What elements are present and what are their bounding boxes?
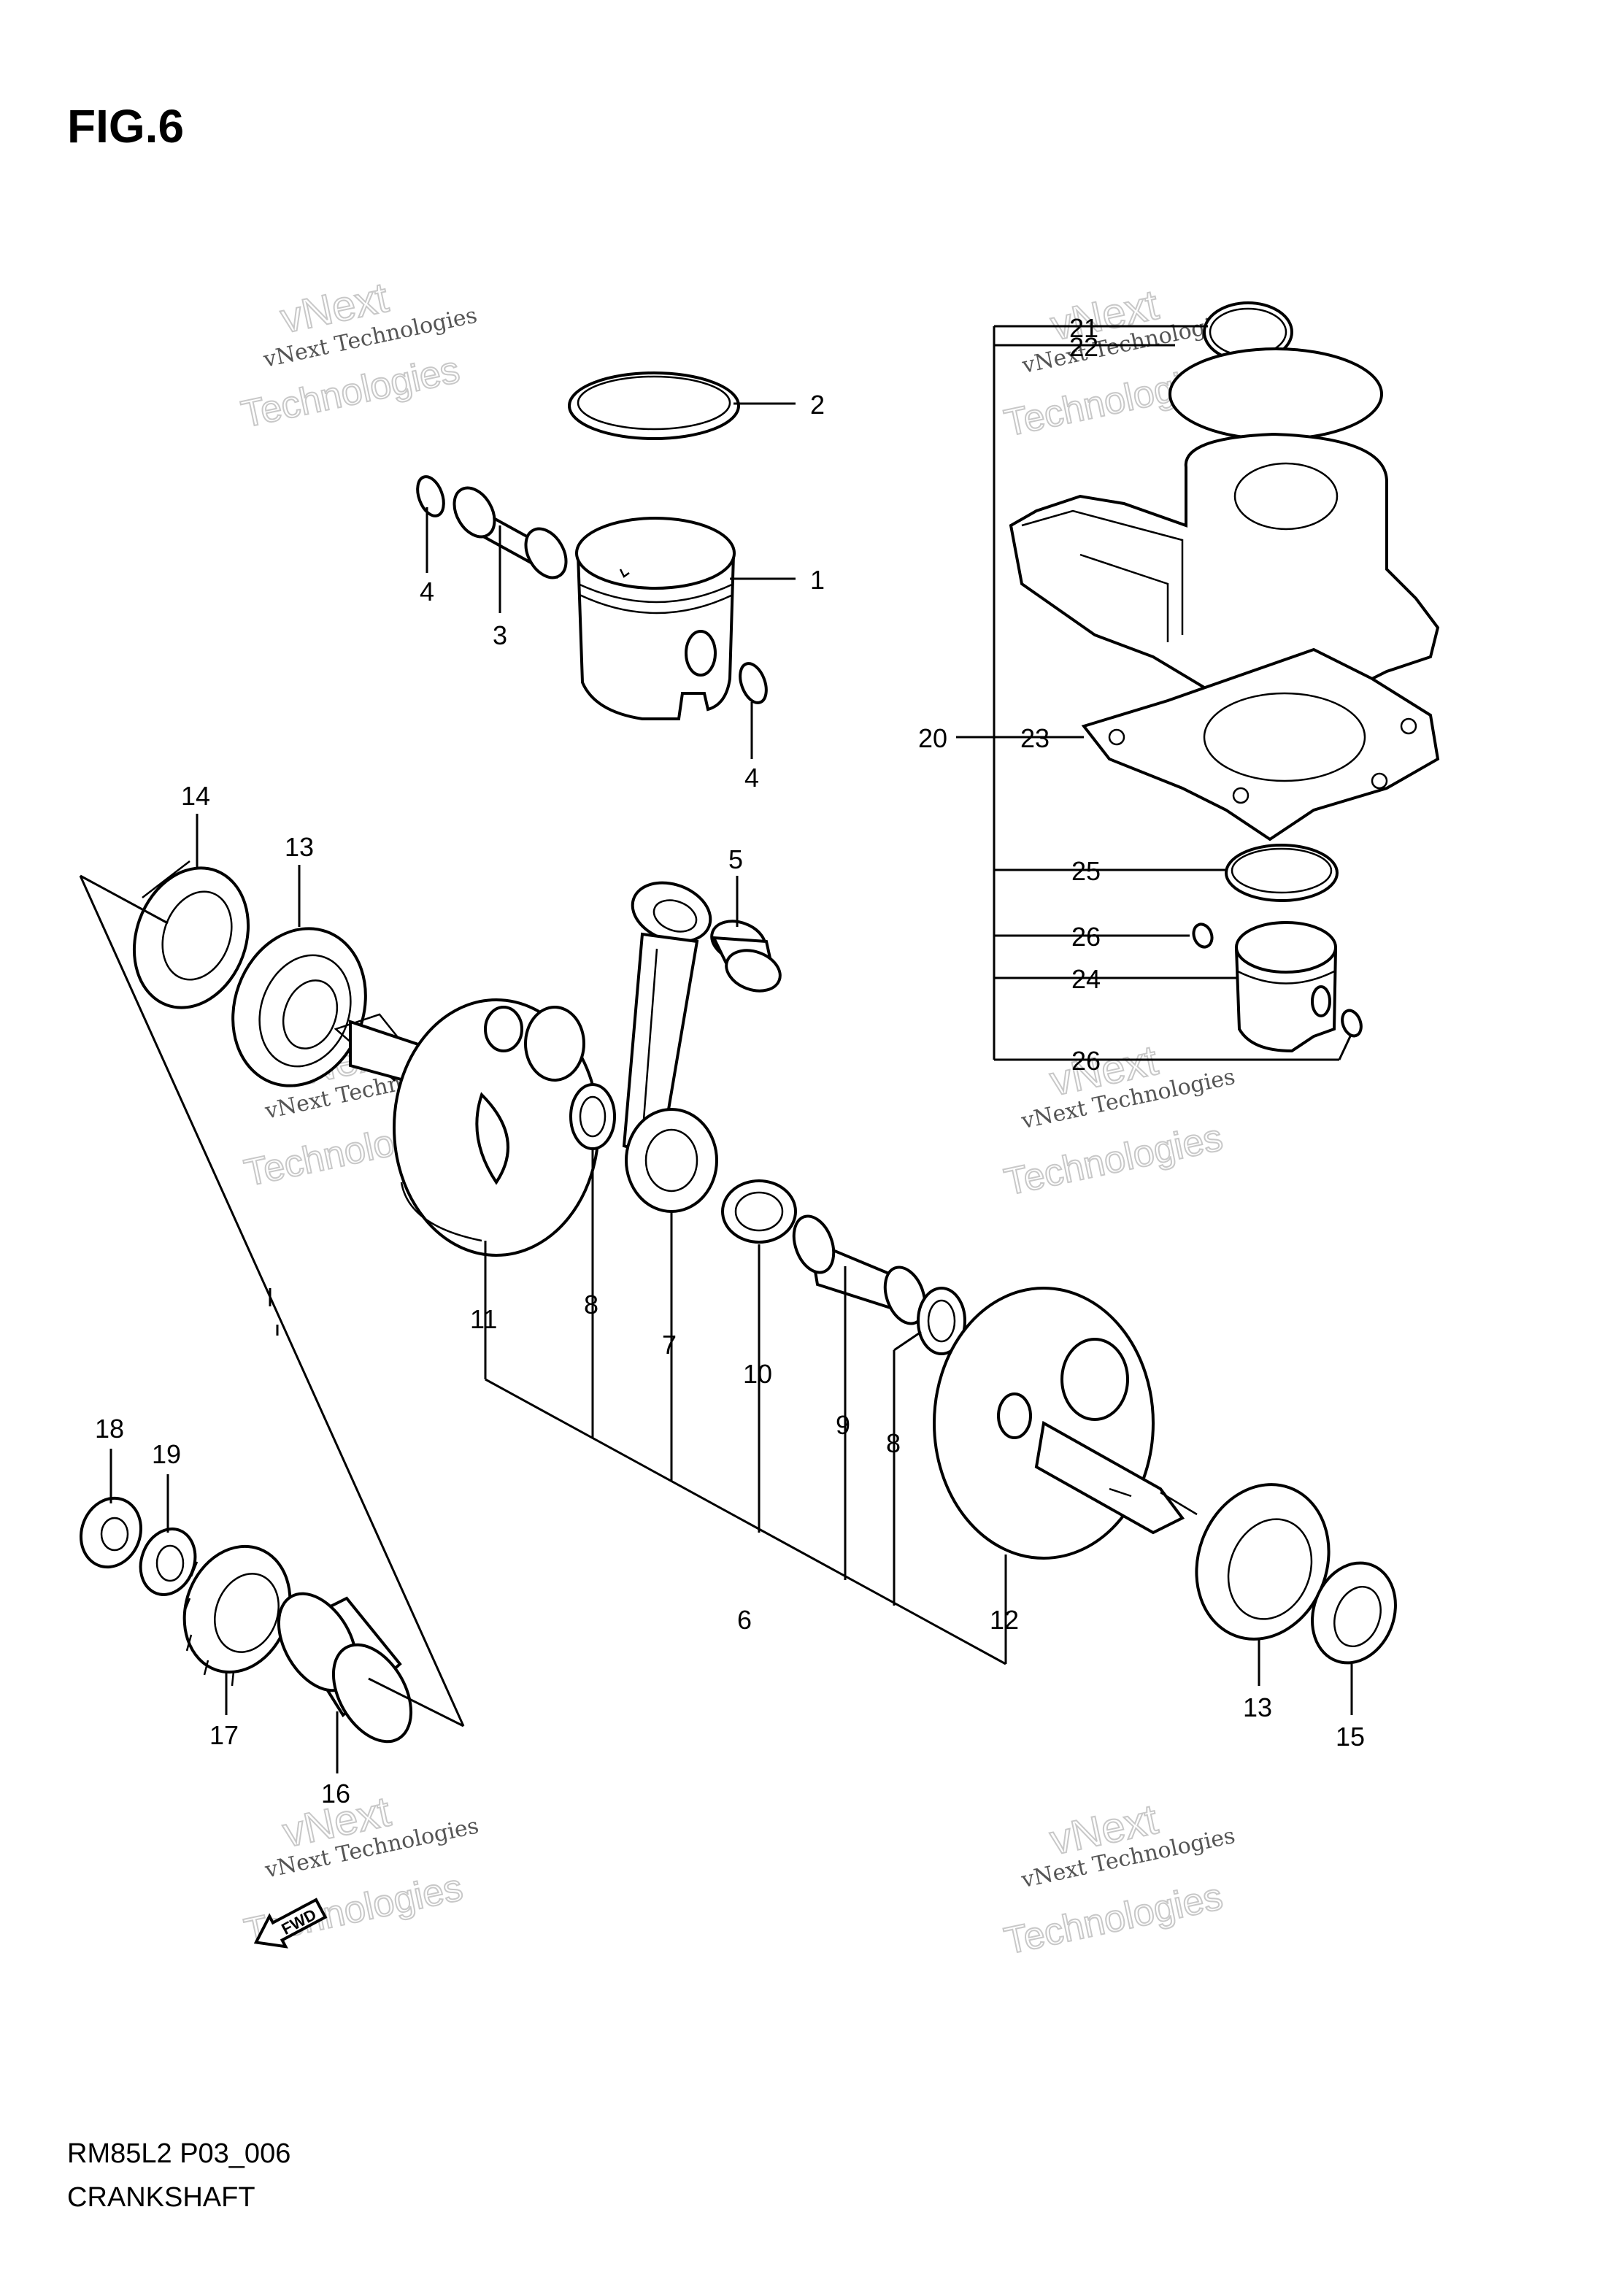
watermark-mid-right: vNext vNext Technologies Technologies (1000, 1036, 1237, 1205)
callout-14: 14 (181, 781, 210, 811)
callout-8-right: 8 (886, 1428, 901, 1458)
callout-10: 10 (743, 1359, 772, 1389)
circlip-26-lower (1341, 1009, 1363, 1038)
circlip-4-right (739, 662, 768, 704)
washer-8-right (917, 1287, 966, 1355)
needle-bearing-10 (721, 1179, 797, 1244)
piston-1 (575, 517, 736, 720)
leader-lines (79, 325, 1353, 1773)
piston-24 (1234, 921, 1338, 1053)
oil-seal-14 (132, 860, 250, 1009)
spacer-16 (277, 1592, 413, 1744)
gear-17 (182, 1544, 292, 1687)
figure-title: FIG.6 (67, 100, 185, 153)
callout-16: 16 (321, 1779, 350, 1808)
callout-20: 20 (918, 723, 947, 753)
piston-ring-2 (568, 371, 740, 440)
callout-5: 5 (728, 844, 743, 874)
gasket-22 (1168, 347, 1383, 441)
connecting-rod-7 (622, 881, 718, 1213)
callout-1: 1 (810, 565, 825, 595)
washer-19 (139, 1528, 197, 1596)
callout-21: 21 (1069, 313, 1098, 343)
callout-8-left: 8 (584, 1290, 598, 1320)
circlip-26-upper (1192, 922, 1214, 949)
callout-6: 6 (737, 1605, 752, 1635)
ring-25 (1225, 844, 1339, 902)
callout-23: 23 (1020, 723, 1050, 753)
callout-19: 19 (152, 1439, 181, 1469)
callout-17: 17 (209, 1720, 239, 1750)
needle-bearing-5 (710, 920, 782, 993)
callout-26-lower: 26 (1071, 1046, 1101, 1076)
crank-half-12 (933, 1287, 1198, 1560)
callout-2: 2 (810, 390, 825, 420)
callout-25: 25 (1071, 856, 1101, 886)
cylinder-base-gasket-23 (1081, 647, 1440, 841)
callout-26-upper: 26 (1071, 922, 1101, 952)
callout-22: 22 (1069, 332, 1098, 362)
watermark-top-left: vNext vNext Technologies Technologies (237, 273, 480, 437)
callout-12: 12 (990, 1605, 1019, 1635)
nut-18 (79, 1496, 143, 1569)
callout-numbers: 2 1 3 4 4 5 6 7 8 8 9 10 11 12 13 13 14 … (95, 313, 1365, 1808)
callout-4-right: 4 (744, 763, 759, 793)
watermark-bottom-right: vNext vNext Technologies Technologies (1000, 1795, 1237, 1964)
cylinder-body (1009, 432, 1440, 725)
callout-18: 18 (95, 1414, 124, 1444)
callout-3: 3 (493, 620, 507, 650)
circlip-4-left (416, 475, 445, 517)
ring-21 (1203, 301, 1293, 363)
callout-13-right: 13 (1243, 1692, 1272, 1722)
washer-8-left (569, 1083, 616, 1150)
callout-15: 15 (1336, 1722, 1365, 1752)
callout-24: 24 (1071, 964, 1101, 994)
watermark-bottom-left: vNext vNext Technologies Technologies (240, 1787, 481, 1954)
crank-pin-9 (792, 1214, 927, 1325)
callout-11: 11 (470, 1304, 497, 1334)
callout-4-left: 4 (420, 577, 434, 606)
callout-13-left: 13 (285, 832, 314, 862)
callout-9: 9 (836, 1410, 850, 1440)
piston-pin-3 (453, 486, 568, 579)
callout-7: 7 (662, 1330, 677, 1360)
figure-name: CRANKSHAFT (67, 2182, 255, 2213)
crank-half-11 (334, 998, 600, 1257)
figure-code: RM85L2 P03_006 (67, 2138, 291, 2169)
oil-seal-15 (1311, 1561, 1397, 1665)
